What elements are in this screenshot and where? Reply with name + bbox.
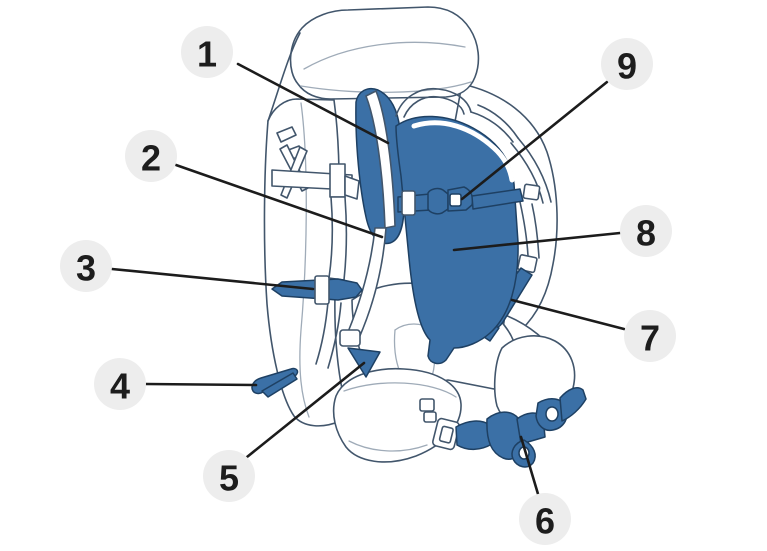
ice-axe-loop (251, 367, 299, 398)
callout-4: 4 (94, 358, 258, 410)
callout-number: 9 (617, 46, 637, 87)
sternum-buckle (427, 187, 449, 215)
callout-number: 6 (535, 501, 555, 542)
callout-line (245, 361, 366, 459)
callout-circle (601, 38, 653, 90)
callout-line (460, 80, 609, 201)
callout-number: 2 (141, 138, 161, 179)
callout-line (110, 267, 315, 291)
callout-number: 3 (76, 248, 96, 289)
strap-adjuster (339, 329, 361, 347)
callout-number: 5 (219, 458, 239, 499)
callout-number: 1 (197, 34, 217, 75)
hip-belt-gear-loops (455, 387, 587, 468)
callouts-layer: 1 2 3 4 5 6 7 8 9 (60, 26, 676, 545)
callout-number: 8 (636, 213, 656, 254)
callout-circle (624, 310, 676, 362)
callout-line (519, 435, 540, 496)
sternum-strap (397, 183, 541, 216)
callout-9: 9 (460, 38, 653, 201)
sternum-slider (401, 190, 416, 216)
callout-2: 2 (125, 130, 384, 239)
callout-line (452, 231, 622, 252)
sternum-strap-end (522, 183, 541, 201)
backpack-lid (289, 6, 480, 100)
callout-circle (519, 493, 571, 545)
callout-circle (203, 450, 255, 502)
backpack-illustration (251, 6, 587, 468)
upper-compression-strap (271, 163, 360, 281)
callout-7: 7 (510, 298, 676, 362)
callout-number: 7 (640, 318, 660, 359)
callout-circle (620, 205, 672, 257)
callout-circle (60, 240, 112, 292)
callout-6: 6 (519, 435, 571, 545)
callout-circle (181, 26, 233, 78)
callout-line (174, 163, 384, 239)
callout-8: 8 (452, 205, 672, 257)
hip-belt-buckle (431, 417, 461, 451)
callout-line (510, 298, 626, 331)
callout-line (144, 382, 258, 387)
callout-3: 3 (60, 240, 315, 292)
callout-circle (125, 130, 177, 182)
side-compression-strap (271, 275, 363, 305)
callout-number: 4 (110, 366, 130, 407)
haul-loop (395, 88, 519, 143)
callout-circle (94, 358, 146, 410)
callout-line (236, 62, 390, 145)
hip-belt (332, 335, 576, 463)
callout-5: 5 (203, 361, 366, 502)
callout-1: 1 (181, 26, 390, 145)
